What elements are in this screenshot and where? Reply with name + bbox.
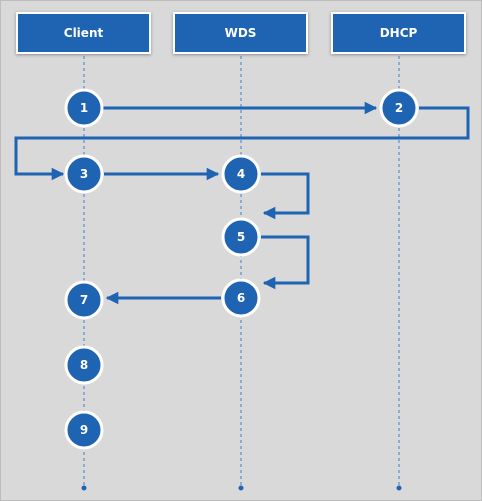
step-node-9: 9 <box>64 410 104 450</box>
arrow-4-to-5 <box>261 172 310 220</box>
step-node-2: 2 <box>379 88 419 128</box>
step-label-4: 4 <box>237 167 245 181</box>
step-node-5: 5 <box>221 217 261 257</box>
lane-header-wds: WDS <box>173 12 308 54</box>
step-node-7: 7 <box>64 280 104 320</box>
lifeline-end-client <box>81 485 87 491</box>
step-label-3: 3 <box>80 167 88 181</box>
step-label-1: 1 <box>80 101 88 115</box>
step-node-4: 4 <box>221 154 261 194</box>
step-label-7: 7 <box>80 293 88 307</box>
lifeline-end-dhcp <box>396 485 402 491</box>
lane-header-client: Client <box>16 12 151 54</box>
lane-header-dhcp: DHCP <box>331 12 466 54</box>
step-node-8: 8 <box>64 345 104 385</box>
step-node-6: 6 <box>221 278 261 318</box>
step-label-2: 2 <box>395 101 403 115</box>
step-node-1: 1 <box>64 88 104 128</box>
step-label-5: 5 <box>237 230 245 244</box>
arrow-2-to-3 <box>14 106 470 181</box>
arrow-5-to-6 <box>261 235 310 290</box>
step-label-6: 6 <box>237 291 245 305</box>
step-label-8: 8 <box>80 358 88 372</box>
lifeline-end-wds <box>238 485 244 491</box>
step-label-9: 9 <box>80 423 88 437</box>
step-node-3: 3 <box>64 154 104 194</box>
